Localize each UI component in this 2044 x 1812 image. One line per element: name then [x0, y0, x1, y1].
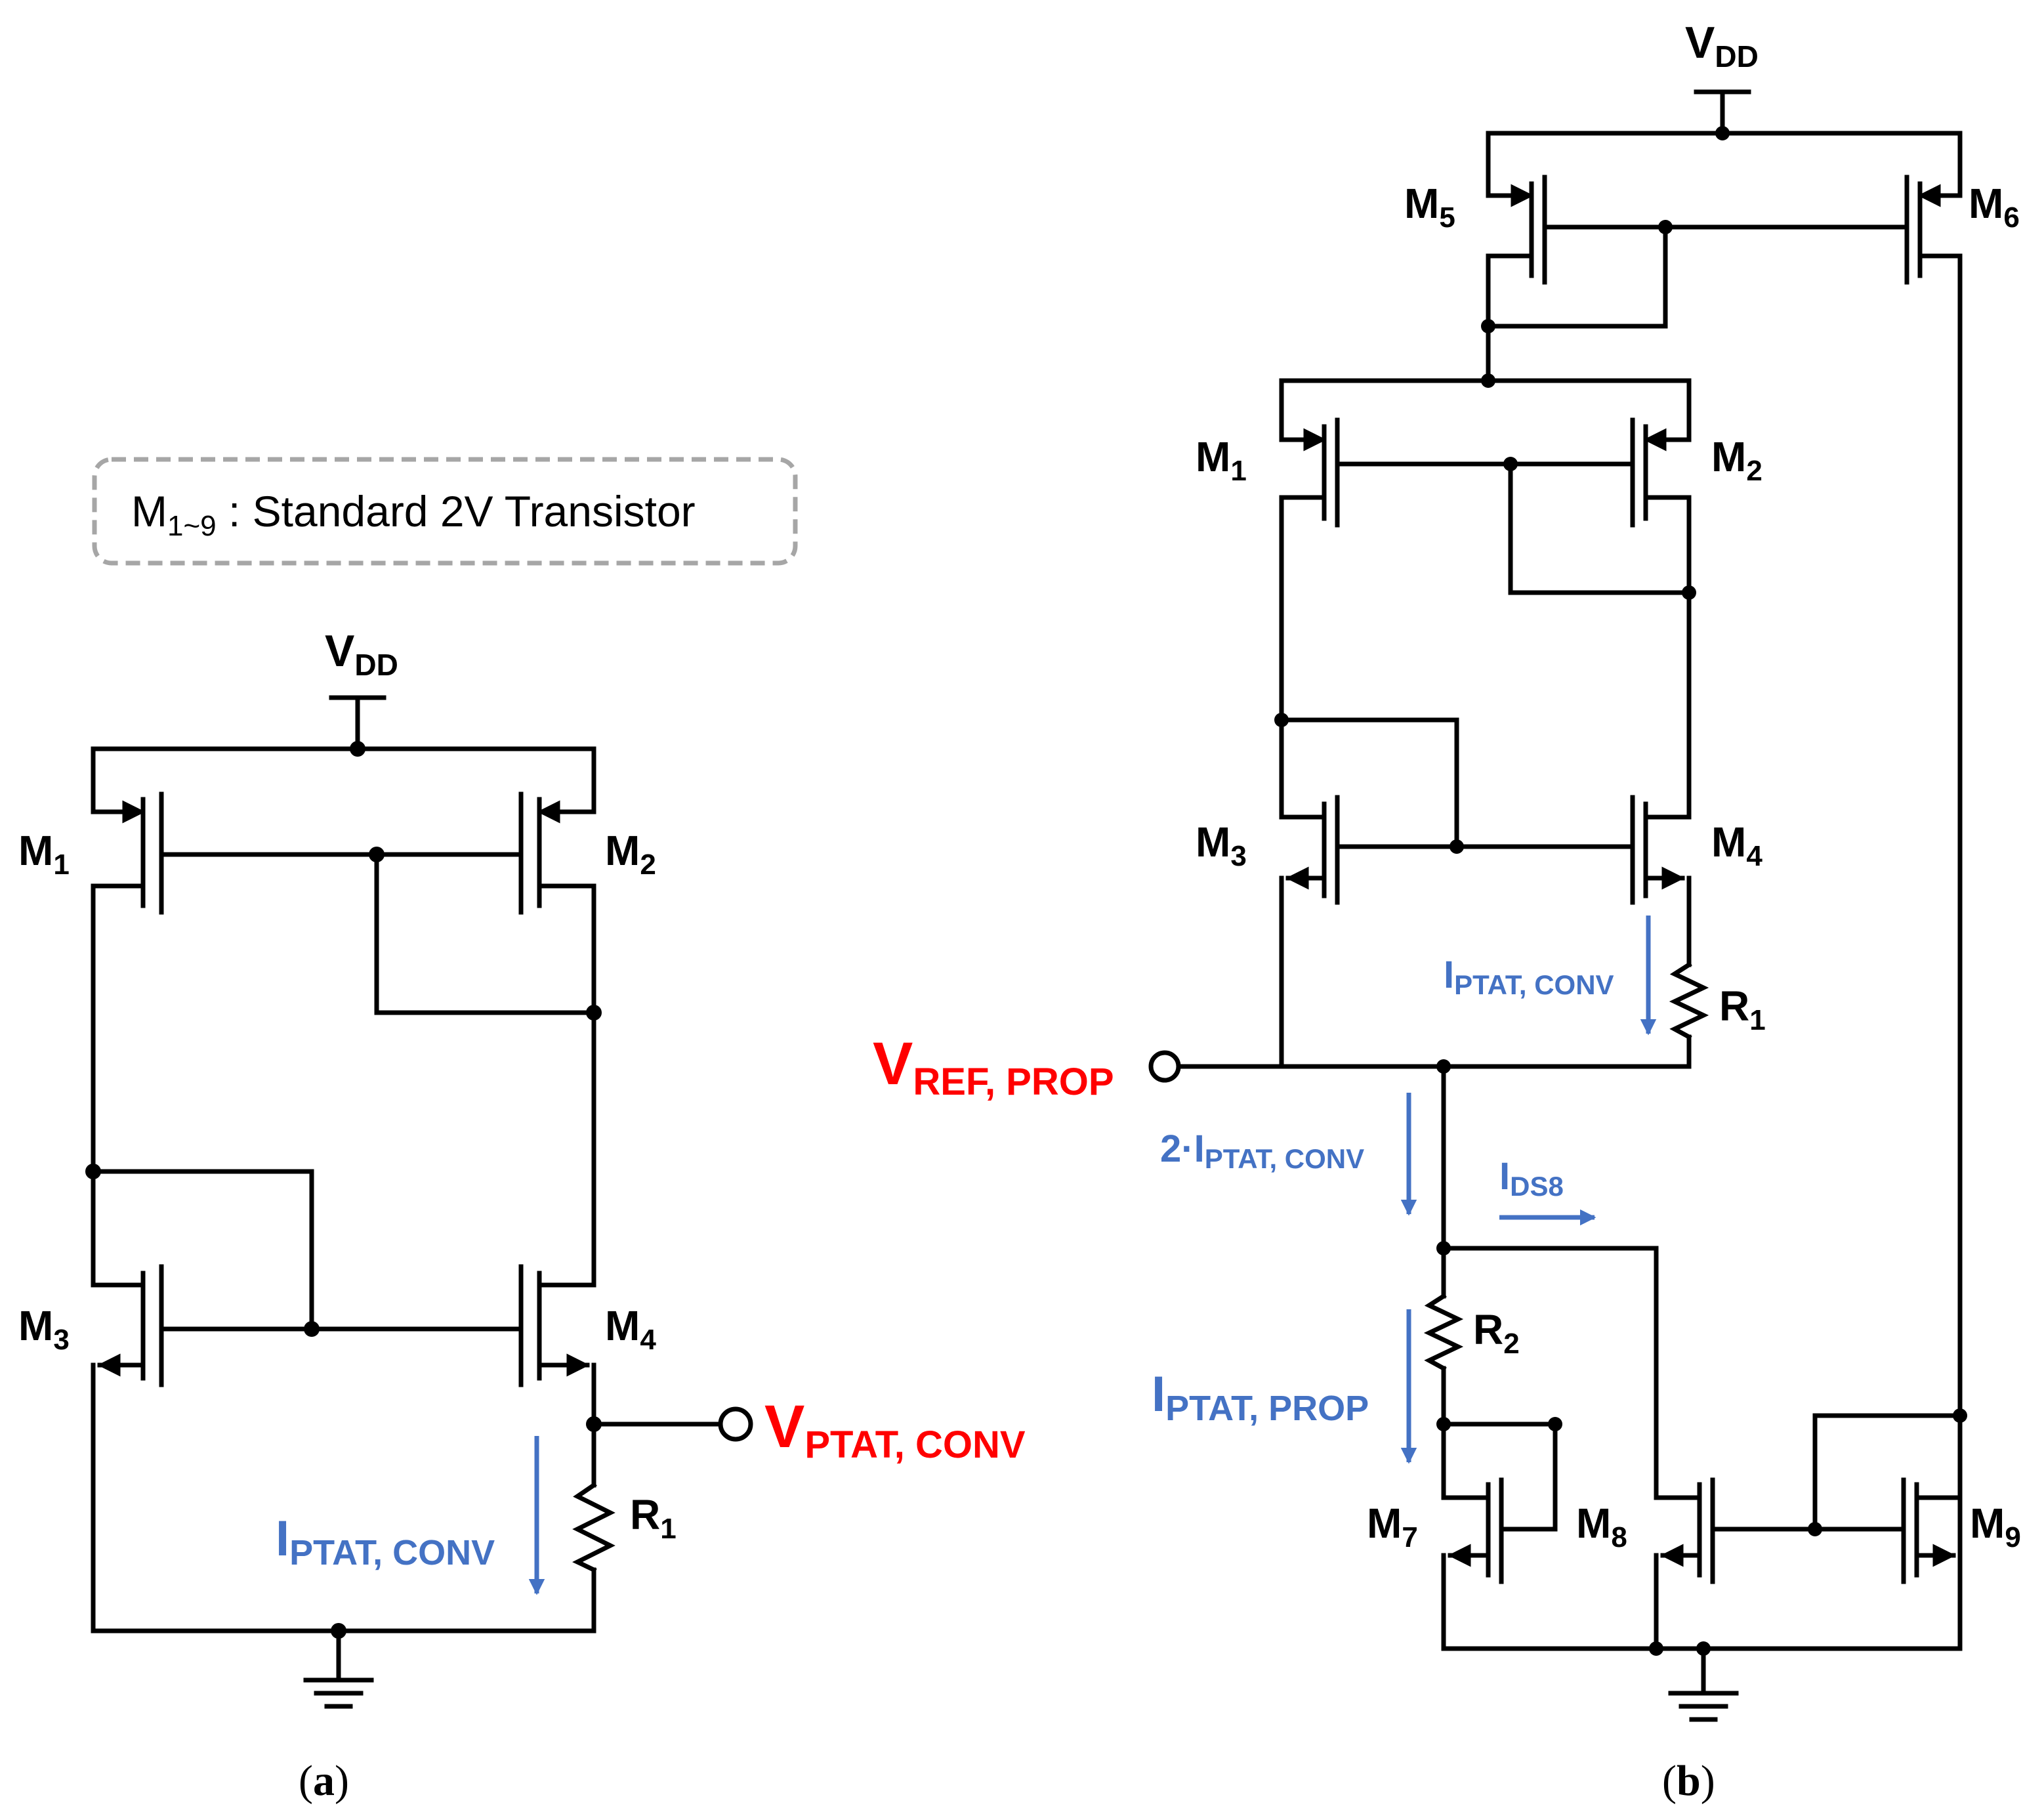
m7-label-b: M7 [1367, 1500, 1418, 1553]
vdd-label-a: VDD [325, 626, 398, 682]
ids8-label: IDS8 [1499, 1155, 1564, 1202]
legend-box [92, 457, 798, 566]
r1-label-b: R1 [1719, 982, 1766, 1036]
vref-prop-label: VREF, PROP [873, 1030, 1114, 1103]
m2-label-a: M2 [605, 827, 656, 881]
m8-label-b: M8 [1576, 1500, 1627, 1553]
vptat-conv-label: VPTAT, CONV [764, 1393, 1026, 1466]
m3-label-a: M3 [18, 1302, 70, 1356]
vptat-conv-terminal [718, 1406, 753, 1442]
m9-label-b: M9 [1970, 1500, 2021, 1553]
caption-a: (a) [299, 1757, 349, 1805]
m1-label-a: M1 [18, 827, 70, 881]
iptat-conv-label-b: IPTAT, CONV [1444, 954, 1614, 1000]
m3-label-b: M3 [1196, 818, 1247, 872]
iptat-prop-label: IPTAT, PROP [1152, 1366, 1369, 1428]
m1-label-b: M1 [1196, 433, 1247, 487]
iptat-conv-label-a: IPTAT, CONV [276, 1511, 495, 1572]
m4-label-b: M4 [1711, 818, 1762, 872]
circuit-b-nodes [1274, 126, 1967, 1656]
legend-text: M1~9 : Standard 2V Transistor [131, 487, 696, 542]
caption-b: (b) [1662, 1757, 1715, 1805]
m6-label-b: M6 [1969, 180, 2020, 234]
vdd-label-b: VDD [1685, 18, 1759, 74]
circuit-a-nodes [85, 741, 602, 1639]
m4-label-a: M4 [605, 1302, 656, 1356]
r1-label-a: R1 [630, 1491, 677, 1545]
2iptat-conv-label: 2·IPTAT, CONV [1160, 1127, 1364, 1174]
m5-label-b: M5 [1404, 180, 1455, 234]
m2-label-b: M2 [1711, 433, 1762, 487]
circuit-b [1180, 89, 1963, 1722]
vref-prop-terminal [1148, 1050, 1181, 1083]
r2-label-b: R2 [1473, 1306, 1520, 1360]
circuit-a [91, 695, 723, 1709]
